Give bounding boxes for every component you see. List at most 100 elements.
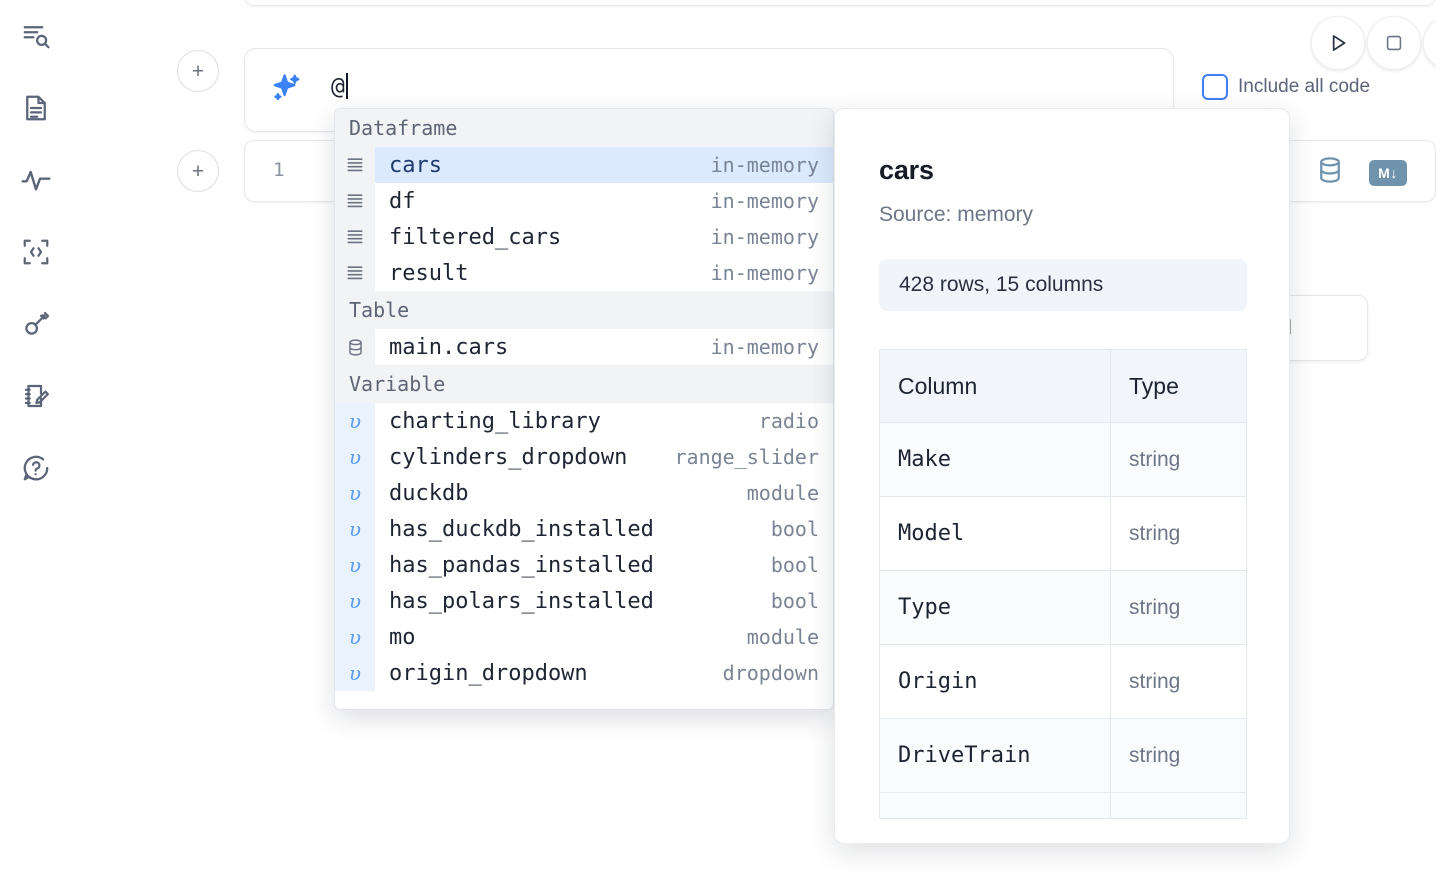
include-all-code-checkbox[interactable] — [1202, 74, 1228, 100]
variable-icon: υ — [335, 547, 375, 583]
autocomplete-section-header: Dataframe — [335, 109, 833, 147]
autocomplete-item[interactable]: υ has_polars_installed bool — [335, 583, 833, 619]
dataframe-icon — [335, 147, 375, 183]
autocomplete-item[interactable]: result in-memory — [335, 255, 833, 291]
more-actions-button[interactable] — [1423, 16, 1436, 70]
ai-prompt-value: @ — [331, 74, 346, 100]
detail-shape-badge: 428 rows, 15 columns — [879, 259, 1247, 311]
autocomplete-item-name: mo — [389, 624, 416, 650]
autocomplete-item-kind: radio — [758, 409, 819, 433]
autocomplete-item-kind: in-memory — [710, 261, 819, 285]
autocomplete-item-kind: bool — [770, 517, 819, 541]
dataframe-detail-panel: cars Source: memory 428 rows, 15 columns… — [834, 108, 1290, 844]
autocomplete-item-name: result — [389, 260, 469, 286]
help-chat-icon[interactable] — [14, 446, 58, 490]
autocomplete-item-name: charting_library — [389, 408, 601, 434]
autocomplete-item-kind: bool — [770, 553, 819, 577]
autocomplete-item-name: duckdb — [389, 480, 469, 506]
autocomplete-item-kind: range_slider — [674, 445, 820, 469]
cell-column-type: string — [1111, 571, 1247, 645]
variable-icon: υ — [335, 511, 375, 547]
autocomplete-item-name: main.cars — [389, 334, 509, 360]
stop-button[interactable] — [1367, 16, 1421, 70]
sparkles-icon — [269, 71, 303, 105]
add-cell-button-top[interactable]: + — [177, 50, 219, 92]
cell-action-icons: M↓ — [1315, 155, 1407, 190]
ai-prompt-input[interactable]: @ — [331, 73, 349, 100]
embed-code-icon[interactable] — [14, 230, 58, 274]
autocomplete-item-kind: module — [746, 481, 819, 505]
include-all-code-label: Include all code — [1238, 76, 1371, 97]
cell-column-type: string — [1111, 719, 1247, 793]
database-icon[interactable] — [1315, 155, 1345, 190]
variable-icon: υ — [335, 403, 375, 439]
dataframe-icon — [335, 219, 375, 255]
variable-icon: υ — [335, 655, 375, 691]
cell-column-name: DriveTrain — [879, 719, 1111, 793]
autocomplete-item[interactable]: main.cars in-memory — [335, 329, 833, 365]
column-header-column: Column — [879, 349, 1111, 423]
detail-title: cars — [879, 155, 934, 185]
key-icon[interactable] — [14, 302, 58, 346]
markdown-badge[interactable]: M↓ — [1369, 159, 1407, 186]
autocomplete-item[interactable]: υ origin_dropdown dropdown — [335, 655, 833, 691]
add-cell-button-bottom[interactable]: + — [177, 150, 219, 192]
autocomplete-item-kind: dropdown — [722, 661, 819, 685]
cell-column-name: Make — [879, 423, 1111, 497]
cell-column-name: Model — [879, 497, 1111, 571]
dataframe-icon — [335, 255, 375, 291]
document-icon[interactable] — [14, 86, 58, 130]
autocomplete-item-kind: in-memory — [710, 189, 819, 213]
autocomplete-item-kind: in-memory — [710, 335, 819, 359]
plus-icon: + — [191, 159, 205, 183]
variable-icon: υ — [335, 619, 375, 655]
detail-source: Source: memory — [879, 203, 1034, 226]
variable-icon: υ — [335, 475, 375, 511]
cell-column-name: Origin — [879, 645, 1111, 719]
autocomplete-item-name: cylinders_dropdown — [389, 444, 628, 470]
cell-column-type: string — [1111, 645, 1247, 719]
cell-column-type: string — [1111, 497, 1247, 571]
autocomplete-item-name: cars — [389, 152, 442, 178]
activity-icon[interactable] — [14, 158, 58, 202]
dataframe-icon — [335, 183, 375, 219]
cell-column-type: string — [1111, 423, 1247, 497]
scratchpad-icon[interactable] — [14, 374, 58, 418]
column-header-type: Type — [1111, 349, 1247, 423]
line-number: 1 — [273, 159, 285, 181]
left-icon-rail — [0, 0, 72, 874]
autocomplete-item-name: filtered_cars — [389, 224, 562, 250]
cell-above-partial — [244, 0, 1436, 6]
autocomplete-item-name: has_polars_installed — [389, 588, 654, 614]
table-row-partial — [879, 793, 1247, 819]
run-button[interactable] — [1311, 16, 1365, 70]
autocomplete-item-kind: bool — [770, 589, 819, 613]
cell-column-name: Type — [879, 571, 1111, 645]
variable-icon: υ — [335, 583, 375, 619]
text-caret — [346, 73, 349, 99]
autocomplete-section-header: Variable — [335, 365, 833, 403]
autocomplete-section-header: Table — [335, 291, 833, 329]
autocomplete-item-name: origin_dropdown — [389, 660, 588, 686]
autocomplete-item-kind: module — [746, 625, 819, 649]
file-search-icon[interactable] — [14, 14, 58, 58]
include-all-code-row[interactable]: Include all code — [1202, 74, 1370, 100]
plus-icon: + — [191, 59, 205, 83]
autocomplete-item[interactable]: υ charting_library radio — [335, 403, 833, 439]
